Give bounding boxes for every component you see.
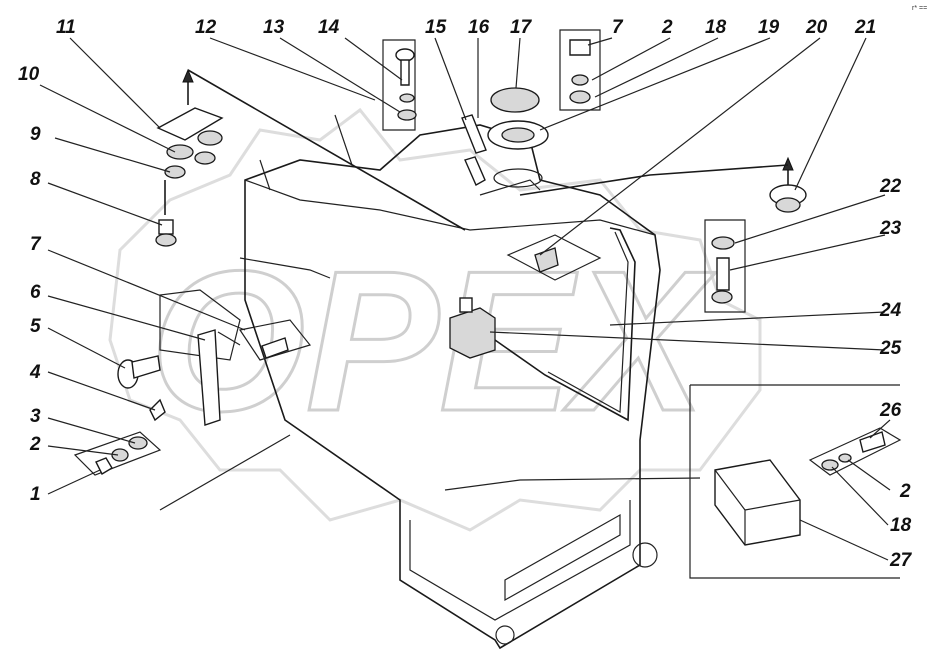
part-22-23-group (704, 219, 746, 313)
part-4-clip (149, 398, 166, 422)
part-9-cap (164, 165, 186, 179)
part-10-caps (166, 130, 223, 165)
label-19: 19 (758, 17, 780, 38)
part-8-screw (155, 180, 177, 247)
arrow-up-marker-left (182, 68, 466, 231)
part-25-filter-unit (449, 297, 496, 359)
label-18-top: 18 (705, 17, 727, 38)
label-26: 26 (879, 400, 902, 421)
watermark: OPEX (108, 107, 762, 532)
label-6: 6 (30, 282, 41, 303)
label-17: 17 (510, 17, 533, 38)
label-18-right: 18 (890, 515, 912, 536)
label-10: 10 (18, 64, 40, 85)
part-6-bracket (197, 329, 241, 426)
label-25: 25 (879, 338, 902, 359)
corner-mark: r* == (912, 5, 927, 12)
label-1: 1 (30, 484, 41, 505)
label-2-right: 2 (899, 481, 911, 502)
part-17-filler-cap (487, 87, 549, 150)
label-16: 16 (468, 17, 490, 38)
part-7-bolt-top (559, 29, 601, 111)
label-13: 13 (263, 17, 285, 38)
label-5: 5 (30, 316, 41, 337)
label-2-left: 2 (29, 434, 41, 455)
part-15-16-gaskets (461, 114, 487, 186)
part-3-2-1-fasteners (73, 431, 162, 476)
part-26-bolt (808, 427, 902, 476)
callout-labels: 11 12 13 14 15 16 17 7 2 18 19 20 21 10 … (18, 17, 913, 571)
label-15: 15 (425, 17, 447, 38)
part-14-bolt-group (382, 39, 417, 131)
part-27-box (714, 459, 801, 546)
part-7-bolt-left (239, 319, 312, 361)
label-7-left: 7 (30, 234, 42, 255)
label-8: 8 (30, 169, 41, 190)
watermark-gear-outline (108, 107, 762, 532)
label-24: 24 (879, 300, 902, 321)
leader-lines (39, 37, 900, 579)
part-21-cap (519, 156, 807, 213)
label-3: 3 (30, 406, 41, 427)
label-14: 14 (318, 17, 340, 38)
label-2-top: 2 (661, 17, 673, 38)
label-23: 23 (879, 218, 902, 239)
label-11: 11 (56, 17, 76, 38)
fuel-tank-body (159, 114, 661, 650)
part-11-plate (156, 107, 224, 141)
label-21: 21 (854, 17, 876, 38)
label-7-top: 7 (612, 17, 624, 38)
label-9: 9 (30, 124, 41, 145)
label-27: 27 (889, 550, 913, 571)
label-22: 22 (879, 176, 902, 197)
label-12: 12 (195, 17, 217, 38)
part-24-pipe (494, 227, 636, 422)
label-20: 20 (805, 17, 828, 38)
label-4: 4 (29, 362, 41, 383)
